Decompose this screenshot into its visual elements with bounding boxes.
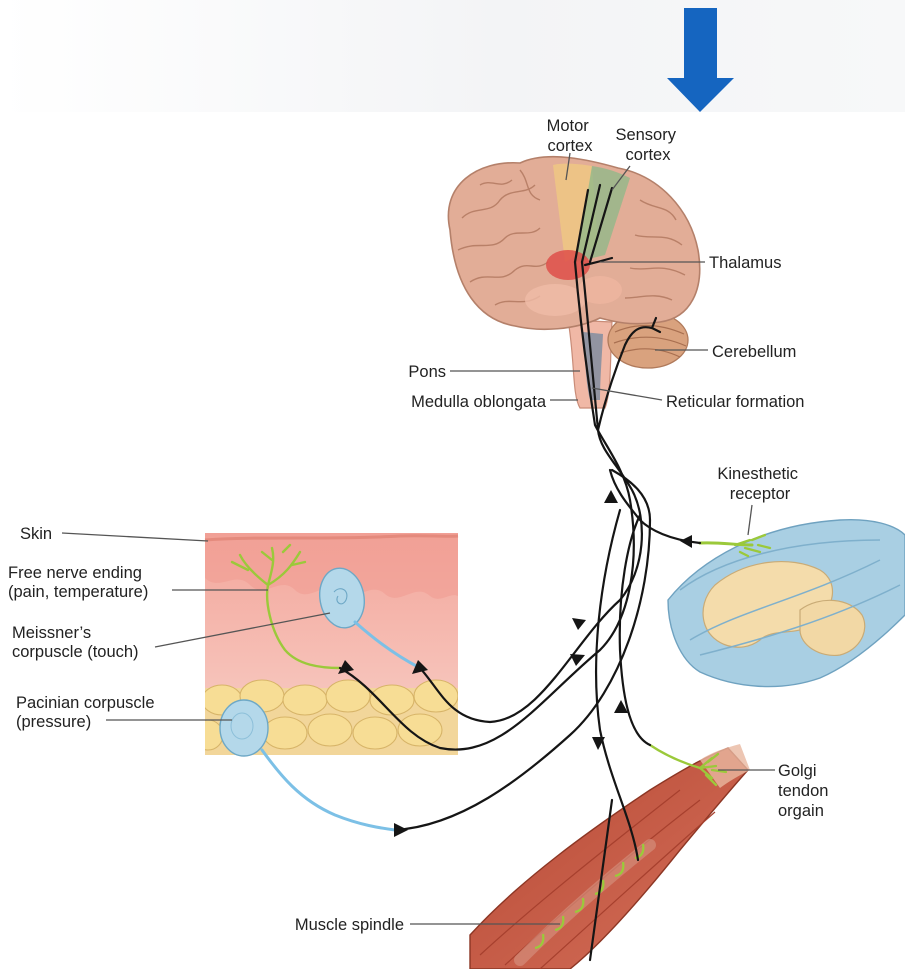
pacinian-corpuscle-label: Pacinian corpuscle (pressure) — [16, 694, 159, 731]
joint-illustration — [668, 520, 905, 687]
down-arrow-icon — [667, 8, 734, 112]
reticular-formation-label: Reticular formation — [666, 393, 804, 411]
meissners-corpuscle-label: Meissner’s corpuscle (touch) — [12, 624, 139, 661]
medulla-oblongata-label: Medulla oblongata — [411, 393, 547, 411]
skin-label: Skin — [20, 525, 52, 543]
thalamus-label: Thalamus — [709, 254, 781, 272]
golgi-tendon-organ-label: Golgi tendon orgain — [778, 762, 833, 820]
sensory-cortex-label: Sensory cortex — [615, 126, 680, 164]
kinesthetic-receptor-label: Kinesthetic receptor — [717, 465, 802, 503]
pons-label: Pons — [408, 363, 446, 381]
muscle-illustration — [470, 744, 750, 969]
cerebellum-label: Cerebellum — [712, 343, 796, 361]
brain-illustration — [448, 157, 699, 408]
motor-cortex-label: Motor cortex — [547, 117, 594, 155]
free-nerve-ending-label: Free nerve ending (pain, temperature) — [8, 564, 148, 601]
muscle-spindle-label: Muscle spindle — [295, 916, 404, 934]
